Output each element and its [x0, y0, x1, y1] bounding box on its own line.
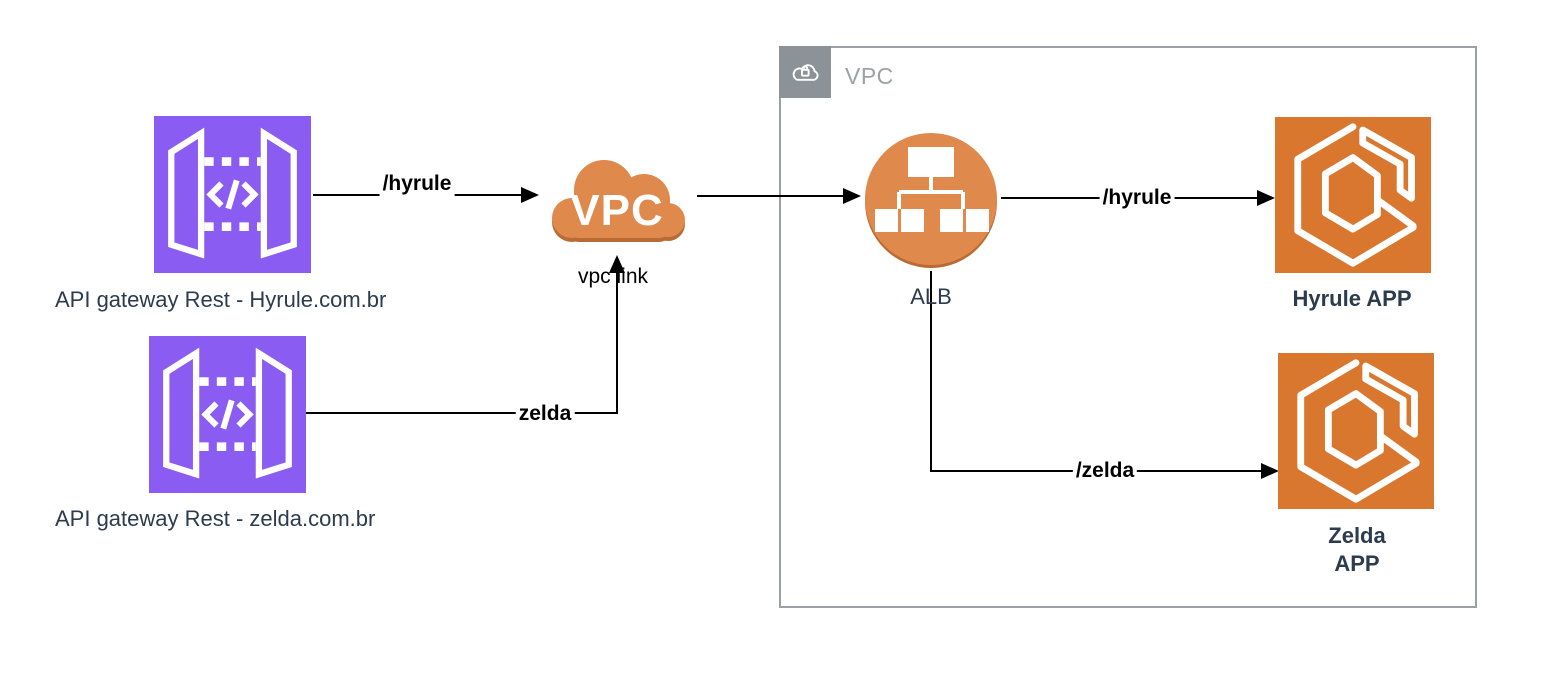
vpc-group-header: [779, 46, 831, 98]
vpc-group-title: VPC: [845, 63, 894, 89]
edge-label-hyrule-left: /hyrule: [379, 172, 455, 196]
caption-zelda-app-line1: Zelda: [1328, 523, 1386, 548]
edge-label-hyrule-right: /hyrule: [1099, 186, 1175, 210]
node-api-gateway-hyrule: [154, 116, 311, 273]
caption-zelda-app-line2: APP: [1334, 551, 1380, 576]
caption-api-gateway-zelda: API gateway Rest - zelda.com.br: [55, 506, 376, 531]
caption-hyrule-app: Hyrule APP: [1292, 286, 1412, 311]
ecs-container-icon: [1294, 123, 1417, 267]
caption-alb: ALB: [910, 284, 952, 309]
ecs-container-icon: [1297, 359, 1420, 503]
caption-api-gateway-hyrule: API gateway Rest - Hyrule.com.br: [55, 287, 387, 312]
edge-label-zelda-right: /zelda: [1072, 459, 1138, 483]
load-balancer-icon: [865, 133, 997, 268]
node-hyrule-app: [1275, 117, 1431, 273]
vpc-group-container: [779, 46, 1477, 608]
edge-label-vpc-link: vpc link: [577, 265, 649, 288]
edge-label-zelda-left: zelda: [515, 402, 575, 426]
vpc-cloud-icon: [552, 160, 685, 242]
api-gateway-icon: [163, 347, 292, 479]
cloud-lock-icon: [792, 63, 819, 81]
node-api-gateway-zelda: [149, 336, 306, 493]
vpc-cloud-label: VPC: [570, 186, 664, 235]
arrowhead-icon: [521, 187, 539, 203]
api-gateway-icon: [168, 127, 297, 259]
node-zelda-app: [1278, 353, 1434, 509]
